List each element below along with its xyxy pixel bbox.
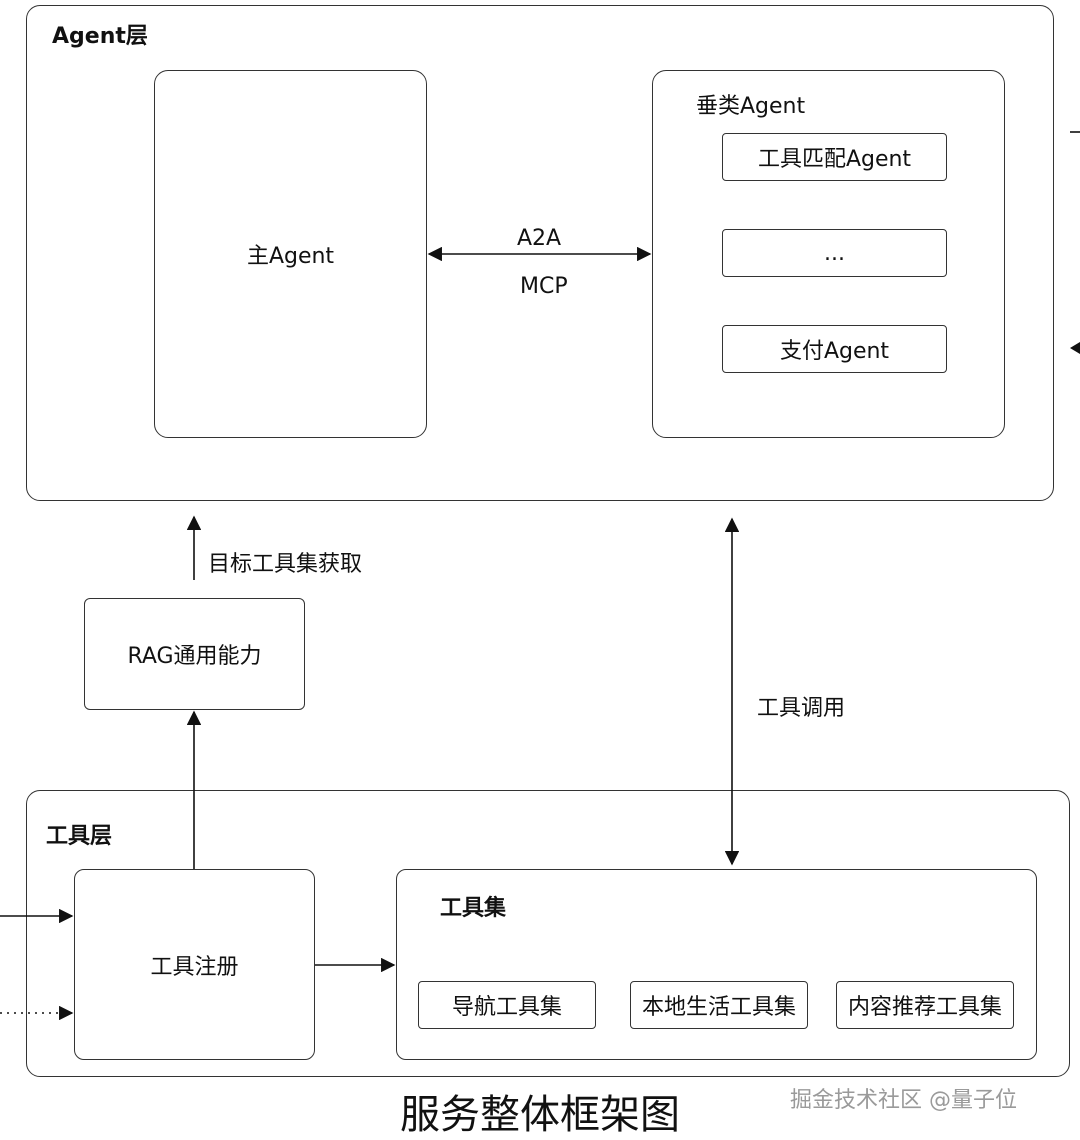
- ellipsis-agent-box: ...: [722, 229, 947, 277]
- tool-match-agent-box: 工具匹配Agent: [722, 133, 947, 181]
- diagram-caption: 服务整体框架图: [400, 1092, 680, 1138]
- tool-register-label: 工具注册: [150, 954, 239, 980]
- rag-label: RAG通用能力: [127, 644, 262, 669]
- vertical-agent-title: 垂类Agent: [696, 94, 806, 119]
- toolset-title: 工具集: [440, 896, 507, 921]
- local-life-toolset-label: 本地生活工具集: [641, 995, 796, 1020]
- ellipsis-agent-label: ...: [824, 240, 845, 266]
- main-agent-box: 主Agent: [154, 70, 427, 438]
- nav-toolset-box: 导航工具集: [418, 981, 596, 1029]
- tool-register-box: 工具注册: [74, 869, 315, 1060]
- tool-layer-title: 工具层: [46, 824, 113, 849]
- local-life-toolset-box: 本地生活工具集: [630, 981, 808, 1029]
- target-fetch-label: 目标工具集获取: [208, 552, 363, 577]
- content-recommend-toolset-box: 内容推荐工具集: [836, 981, 1014, 1029]
- mcp-label: MCP: [520, 274, 568, 299]
- payment-agent-label: 支付Agent: [779, 339, 890, 364]
- tool-call-label: 工具调用: [757, 696, 846, 721]
- watermark-text: 掘金技术社区 @量子位: [790, 1088, 1017, 1113]
- agent-layer-title: Agent层: [52, 24, 148, 49]
- main-agent-label: 主Agent: [246, 244, 335, 269]
- rag-box: RAG通用能力: [84, 598, 305, 710]
- payment-agent-box: 支付Agent: [722, 325, 947, 373]
- nav-toolset-label: 导航工具集: [451, 995, 562, 1020]
- content-recommend-toolset-label: 内容推荐工具集: [847, 995, 1002, 1020]
- right-edge-arrowhead: [1070, 342, 1080, 354]
- tool-match-agent-label: 工具匹配Agent: [757, 147, 912, 172]
